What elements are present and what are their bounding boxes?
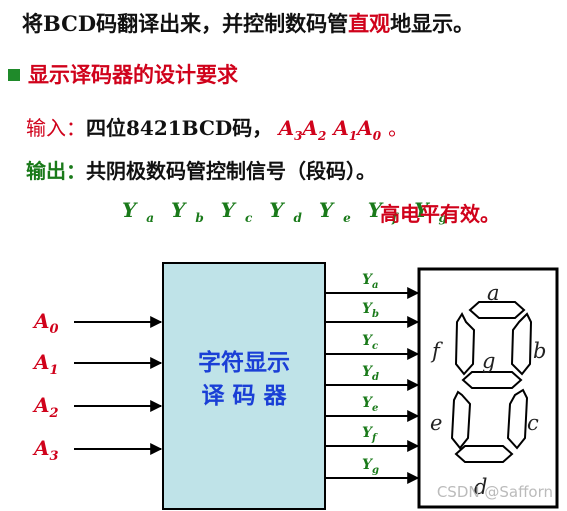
output-label: 输出： (26, 159, 86, 183)
input-label: 输入： (26, 116, 86, 140)
output-line: 输出：共阴极数码管控制信号（段码）。 (26, 155, 376, 184)
input-arrows (74, 316, 163, 455)
watermark: CSDN @Safforn (436, 483, 553, 501)
high-level-valid-text: 高电平有效。 (380, 202, 500, 226)
input-end: 。 (388, 116, 409, 140)
heading-bullet-icon (8, 69, 20, 81)
output-label-ya: Ya (362, 272, 378, 291)
segment-f (454, 311, 476, 376)
input-text: 四位8421BCD码， (86, 116, 273, 140)
segment-d (454, 445, 514, 463)
input-label-a1: A1 (32, 350, 59, 378)
output-label-yc: Yc (362, 333, 378, 352)
intro-before: 将BCD码翻译出来，并控制数码管 (22, 11, 349, 36)
intro-after: 地显示。 (390, 11, 475, 36)
segment-b (510, 312, 533, 376)
box-label-line2: 译 码 器 (201, 383, 287, 409)
output-text: 共阴极数码管控制信号（段码）。 (86, 159, 376, 183)
segment-label-b: b (533, 339, 546, 363)
segments (450, 301, 533, 463)
decoder-box (162, 262, 326, 510)
segment-label-c: c (527, 411, 539, 435)
output-label-ye: Ye (362, 395, 378, 414)
input-label-a3: A3 (32, 436, 59, 464)
output-arrows (325, 287, 420, 484)
box-label-line1: 字符显示 (198, 349, 290, 376)
output-labels: Ya Yb Yc Yd Ye Yf Yg (362, 272, 379, 476)
intro-line: 将BCD码翻译出来，并控制数码管直观地显示。 (22, 8, 474, 38)
segment-a (468, 301, 526, 319)
segment-label-g: g (482, 349, 495, 373)
input-line: 输入：四位8421BCD码， A3A2 A1A0 。 (26, 112, 408, 143)
input-vars: A3A2 A1A0 (278, 116, 382, 143)
intro-highlight: 直观 (348, 11, 391, 36)
output-label-yg: Yg (362, 457, 379, 476)
segment-label-d: d (474, 475, 487, 499)
output-label-yb: Yb (362, 301, 379, 320)
segment-label-f: f (430, 339, 443, 363)
input-label-a0: A0 (32, 309, 59, 337)
segment-g (461, 371, 523, 389)
output-label-yf: Yf (362, 425, 378, 444)
section-heading: 显示译码器的设计要求 (28, 63, 238, 87)
segment-c (506, 388, 529, 450)
segment-label-e: e (430, 411, 442, 435)
input-label-a2: A2 (32, 393, 59, 421)
input-labels: A0 A1 A2 A3 (32, 309, 59, 464)
segment-label-a: a (487, 281, 500, 305)
segment-e (450, 390, 472, 450)
output-label-yd: Yd (362, 364, 379, 383)
